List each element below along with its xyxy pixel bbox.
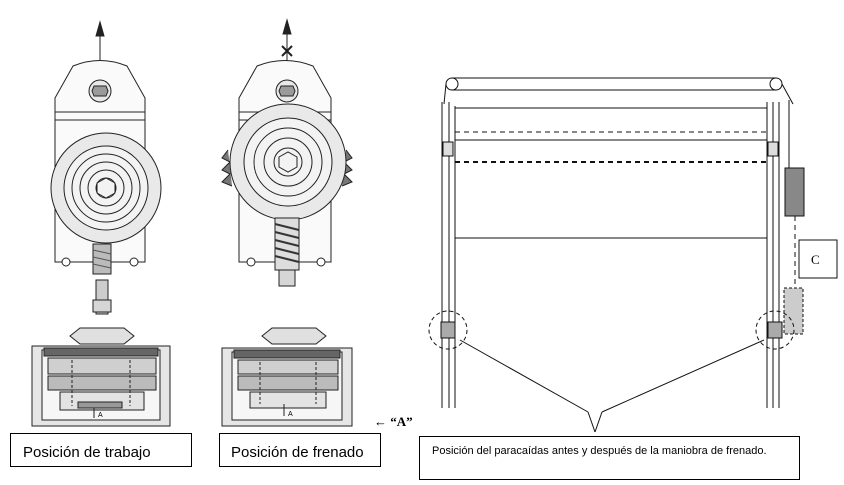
caption-parachute-position: Posición del paracaídas antes y después …	[419, 436, 800, 480]
braking-device-drawing	[221, 18, 353, 287]
frame-drawing: C	[428, 77, 838, 433]
working-section-drawing: A	[31, 327, 171, 427]
caption-working-position: Posición de trabajo	[10, 433, 192, 467]
view-a-arrow-label: ← “A”	[374, 414, 413, 429]
caption-braking-position: Posición de frenado	[219, 433, 381, 467]
gap-label-a-right: A	[288, 411, 293, 418]
gap-label-c: C	[811, 252, 820, 267]
gap-label-a-left: A	[98, 412, 103, 419]
braking-section-drawing: A	[221, 327, 353, 427]
working-device-drawing	[50, 20, 162, 315]
